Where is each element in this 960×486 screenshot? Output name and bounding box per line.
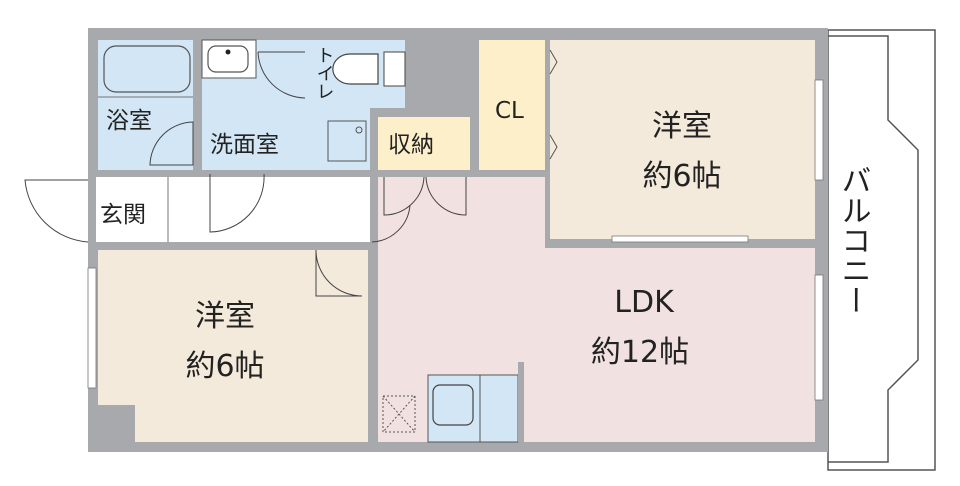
- bath-door-swing: [149, 121, 194, 166]
- bath-label: 浴室: [106, 108, 152, 134]
- storage-room: [378, 117, 470, 170]
- entrance-hall: [96, 177, 370, 242]
- western-room-2-name: 洋室: [195, 299, 255, 334]
- ldk-name: LDK: [614, 285, 675, 320]
- toilet-label: トイレ: [314, 46, 335, 100]
- closet-label: CL: [495, 98, 524, 124]
- closet: [479, 40, 545, 170]
- storage-label: 収納: [388, 132, 434, 158]
- balcony-railing: [828, 35, 919, 463]
- balcony-label: バルコニー: [836, 165, 871, 315]
- western-room-1-name: 洋室: [652, 109, 712, 144]
- western-room-1-size: 約6帖: [642, 159, 721, 194]
- western-room-1: [550, 40, 815, 239]
- washroom-door-swing: [257, 51, 306, 99]
- front-door-swing: [24, 179, 89, 243]
- washing-machine-pan: [327, 120, 367, 162]
- kitchen-sink: [432, 384, 474, 426]
- entrance-label: 玄関: [100, 202, 146, 228]
- wash-basin: [207, 45, 249, 73]
- toilet-bowl: [332, 53, 379, 85]
- western-room-2-size: 約6帖: [185, 349, 264, 384]
- washroom-entry-door: [209, 173, 265, 233]
- washroom-label: 洗面室: [210, 132, 279, 158]
- western-room-2: [98, 250, 368, 442]
- ldk-size: 約12帖: [591, 335, 689, 370]
- hatch-icon: [382, 395, 416, 433]
- bathtub: [103, 45, 191, 93]
